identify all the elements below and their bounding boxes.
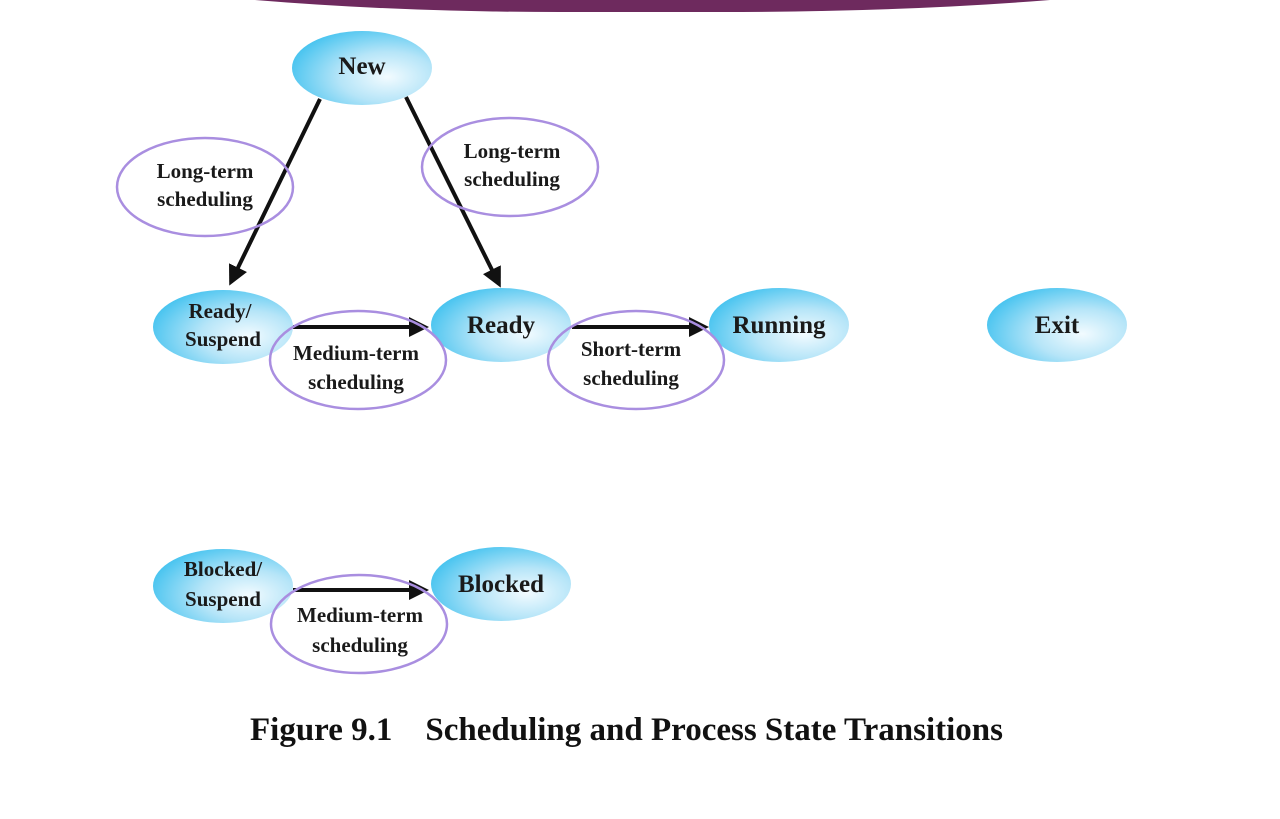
state-exit: Exit [987, 288, 1127, 362]
state-ready-suspend: Ready/ Suspend [153, 290, 293, 364]
figure-title: Scheduling and Process State Transitions [425, 712, 1003, 748]
label-short-term: Short-term scheduling [546, 309, 726, 411]
label-short-term-line1: Short-term [581, 337, 682, 361]
figure-caption: Figure 9.1 Scheduling and Process State … [0, 712, 1253, 749]
header-band [255, 0, 1050, 12]
state-blocked-suspend: Blocked/ Suspend [153, 549, 293, 623]
label-long-term-right-line2: scheduling [464, 167, 560, 191]
label-medium-term-ready: Medium-term scheduling [268, 309, 448, 411]
label-medium-term-blocked: Medium-term scheduling [269, 573, 449, 675]
state-exit-label: Exit [1035, 312, 1080, 339]
state-ready: Ready [431, 288, 571, 362]
state-running: Running [709, 288, 849, 362]
state-blocked-suspend-line1: Blocked/ [184, 557, 263, 581]
arrow-new-to-ready-suspend [229, 98, 322, 286]
label-medium-term-blocked-line1: Medium-term [297, 603, 423, 627]
label-medium-term-ready-line1: Medium-term [293, 341, 419, 365]
state-ready-suspend-line1: Ready/ [189, 299, 253, 323]
label-long-term-left-line2: scheduling [157, 187, 253, 211]
figure-number: Figure 9.1 [250, 712, 393, 748]
label-long-term-right: Long-term scheduling [420, 116, 600, 218]
label-long-term-left: Long-term scheduling [115, 136, 295, 238]
label-long-term-left-line1: Long-term [157, 159, 254, 183]
state-blocked-label: Blocked [458, 571, 544, 598]
state-blocked-suspend-line2: Suspend [185, 587, 261, 611]
label-medium-term-ready-line2: scheduling [308, 370, 404, 394]
state-new: New [292, 31, 432, 105]
state-new-label: New [338, 53, 385, 80]
state-ready-suspend-line2: Suspend [185, 327, 261, 351]
state-ready-label: Ready [467, 312, 536, 339]
label-short-term-line2: scheduling [583, 366, 679, 390]
label-medium-term-blocked-line2: scheduling [312, 633, 408, 657]
arrow-new-to-ready [404, 96, 501, 288]
state-running-label: Running [732, 312, 826, 339]
label-long-term-right-line1: Long-term [464, 139, 561, 163]
state-blocked: Blocked [431, 547, 571, 621]
